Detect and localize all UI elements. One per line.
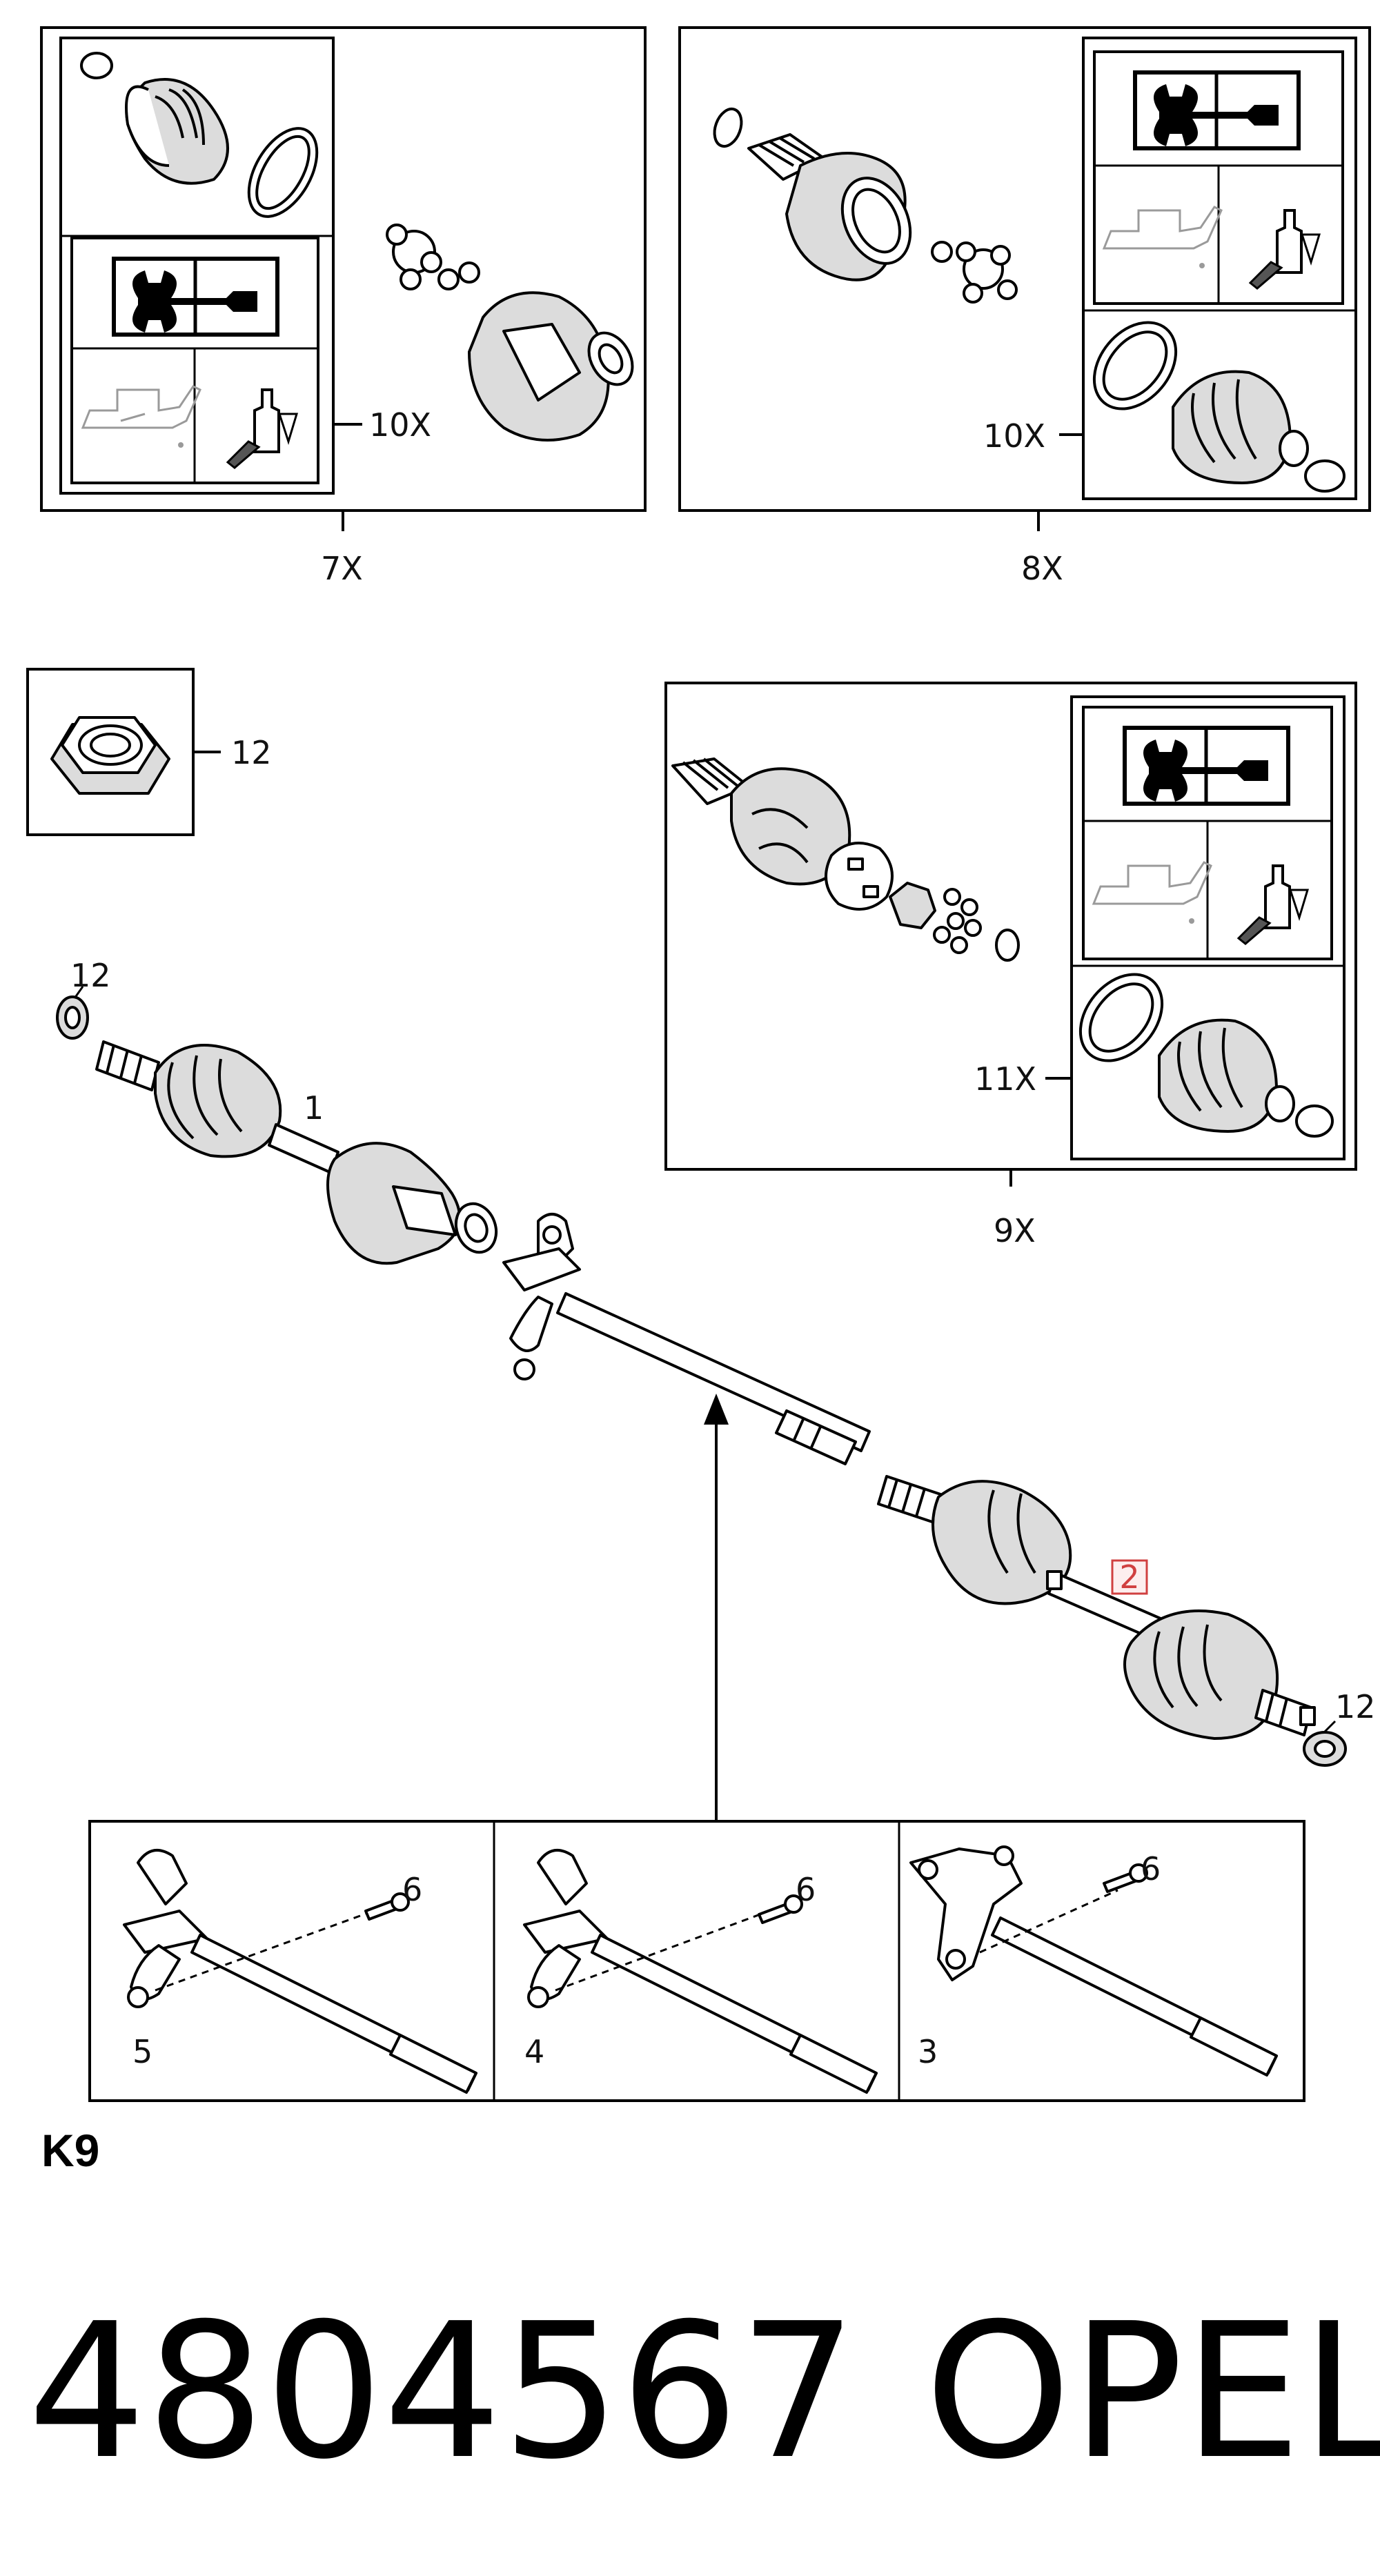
clamp-ring: [1078, 973, 1164, 1062]
circlip: [995, 929, 1020, 962]
label-variant-3: 3: [918, 2033, 938, 2070]
circlip: [713, 107, 743, 148]
section-code: K9: [41, 2125, 99, 2176]
label-nut-12-right: 12: [1335, 1688, 1376, 1725]
inner-race: [889, 882, 936, 929]
variant-3: [909, 1845, 1278, 2077]
clamp-small: [1295, 1104, 1334, 1138]
grease-tube-icon: [1236, 864, 1310, 945]
kit-8-box: [678, 26, 1371, 531]
label-nut-12-left: 12: [70, 957, 111, 994]
grease-tube-icon: [226, 388, 299, 469]
label-kit-8: 8X: [1021, 550, 1063, 587]
clamp-ring: [1092, 321, 1178, 410]
circlip: [931, 241, 953, 263]
label-nut-12-box: 12: [231, 734, 272, 771]
label-kit-7: 7X: [321, 550, 363, 587]
grease-tube-icon: [1248, 209, 1321, 290]
kit-7-box: [40, 26, 647, 531]
tripod-spider: [386, 224, 460, 290]
kit-10-left-panel: [59, 37, 335, 495]
label-kit-9: 9X: [994, 1212, 1036, 1249]
boot-part: [1158, 1018, 1295, 1133]
clamp-small: [1304, 459, 1346, 493]
kit-9-box: [664, 682, 1357, 1187]
label-bolt-6-a: 6: [402, 1871, 422, 1908]
cage: [825, 842, 894, 911]
label-shaft-2: 2: [1119, 1558, 1139, 1596]
label-bolt-6-c: 6: [1141, 1850, 1161, 1888]
label-kit-10-left: 10X: [369, 406, 431, 444]
drive-shaft-1: [56, 986, 498, 1265]
part-number: 4804567: [28, 2283, 857, 2500]
boot-part: [80, 52, 229, 185]
label-bolt-6-b: 6: [796, 1871, 816, 1908]
label-kit-10-right: 10X: [983, 417, 1045, 455]
boot-part: [1172, 370, 1309, 484]
nut-12-box: [26, 668, 221, 836]
tripod-housing: [468, 291, 634, 442]
oil-can-icon: [1092, 861, 1212, 924]
variants-box: [88, 1820, 1305, 2102]
kit-11-panel: [1070, 695, 1346, 1160]
outer-cv-joint: [671, 757, 851, 886]
service-manual-icon: [1133, 70, 1301, 150]
oil-can-icon: [81, 385, 201, 448]
reference-arrow: [704, 1394, 729, 1821]
tripod-spider: [956, 241, 1018, 304]
drive-shaft-2: [877, 1475, 1347, 1767]
service-manual-icon: [112, 257, 279, 337]
brand-name: OPEL: [925, 2283, 1380, 2500]
variant-4: [523, 1849, 878, 2094]
label-variant-5: 5: [132, 2033, 152, 2070]
shaft-2-highlight: [1111, 1559, 1148, 1595]
kit-10-right-panel: [1082, 37, 1357, 500]
intermediate-shaft: [502, 1213, 871, 1465]
tripod-housing: [747, 133, 912, 281]
label-kit-11: 11X: [974, 1060, 1036, 1098]
oil-can-icon: [1102, 206, 1223, 268]
label-variant-4: 4: [524, 2033, 544, 2070]
circlip: [458, 261, 480, 284]
label-shaft-1: 1: [304, 1089, 324, 1127]
variant-5: [123, 1849, 477, 2094]
service-manual-icon: [1123, 726, 1290, 806]
clamp-ring: [247, 127, 319, 218]
balls: [933, 888, 982, 954]
